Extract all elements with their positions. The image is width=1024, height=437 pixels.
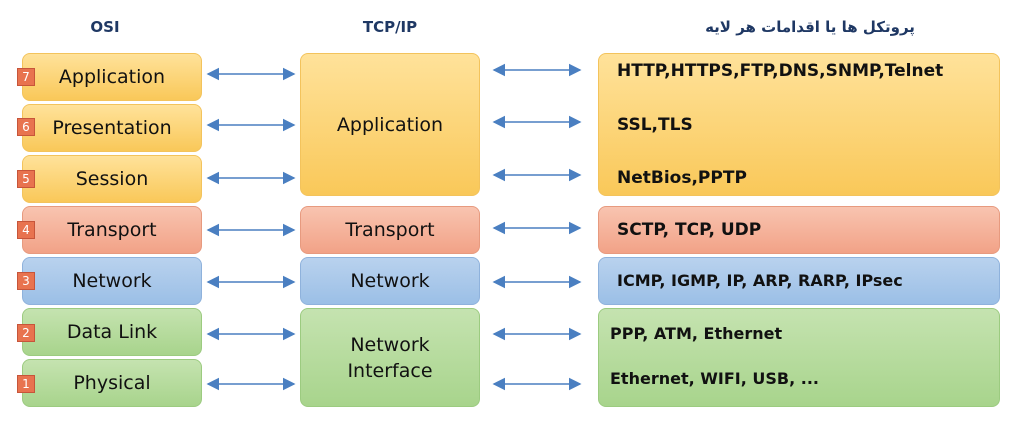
tcpip-layer-label: Transport	[345, 219, 435, 241]
osi-layer-network: Network	[22, 257, 202, 305]
osi-layer-label: Session	[75, 168, 149, 190]
tcpip-layer-network: Network	[300, 257, 480, 305]
protocols-box-link	[598, 308, 1000, 407]
layer-number-badge: 5	[17, 170, 35, 188]
osi-layer-physical: Physical	[22, 359, 202, 407]
osi-layer-application: Application	[22, 53, 202, 101]
osi-layer-transport: Transport	[22, 206, 202, 254]
protocols-application-row2: SSL,TLS	[617, 115, 693, 135]
protocols-network: ICMP, IGMP, IP, ARP, RARP, IPsec	[617, 271, 903, 290]
tcpip-layer-network-interface: Network Interface	[300, 308, 480, 407]
osi-layer-data-link: Data Link	[22, 308, 202, 356]
osi-layer-session: Session	[22, 155, 202, 203]
tcpip-layer-label: Network	[350, 270, 430, 292]
tcpip-layer-label-line2: Interface	[347, 359, 433, 382]
protocols-box-network	[598, 257, 1000, 305]
protocols-transport: SCTP, TCP, UDP	[617, 220, 762, 240]
protocols-link-row2: Ethernet, WIFI, USB, ...	[610, 369, 819, 388]
osi-layer-label: Presentation	[52, 117, 172, 139]
layer-number-badge: 7	[17, 68, 35, 86]
protocols-link-row1: PPP, ATM, Ethernet	[610, 324, 783, 343]
tcpip-layer-transport: Transport	[300, 206, 480, 254]
protocols-application-row1: HTTP,HTTPS,FTP,DNS,SNMP,Telnet	[617, 61, 944, 81]
layer-number-badge: 3	[17, 272, 35, 290]
osi-layer-label: Application	[58, 66, 166, 88]
layer-number-badge: 6	[17, 118, 35, 136]
osi-layer-label: Transport	[67, 219, 157, 241]
osi-layer-label: Data Link	[66, 321, 158, 343]
tcpip-header: TCP/IP	[362, 18, 418, 36]
protocols-header: پروتکل ها یا اقدامات هر لایه	[705, 18, 915, 36]
osi-header: OSI	[90, 18, 120, 36]
tcpip-layer-label: Application	[336, 113, 444, 136]
osi-layer-presentation: Presentation	[22, 104, 202, 152]
layer-number-badge: 1	[17, 375, 35, 393]
protocols-application-row3: NetBios,PPTP	[617, 168, 747, 188]
layer-number-badge: 2	[17, 324, 35, 342]
protocols-box-transport	[598, 206, 1000, 254]
osi-layer-label: Network	[72, 270, 152, 292]
osi-layer-label: Physical	[73, 372, 151, 394]
tcpip-layer-application: Application	[300, 53, 480, 196]
layer-number-badge: 4	[17, 221, 35, 239]
protocols-box-application	[598, 53, 1000, 196]
tcpip-layer-label-line1: Network	[350, 333, 430, 356]
